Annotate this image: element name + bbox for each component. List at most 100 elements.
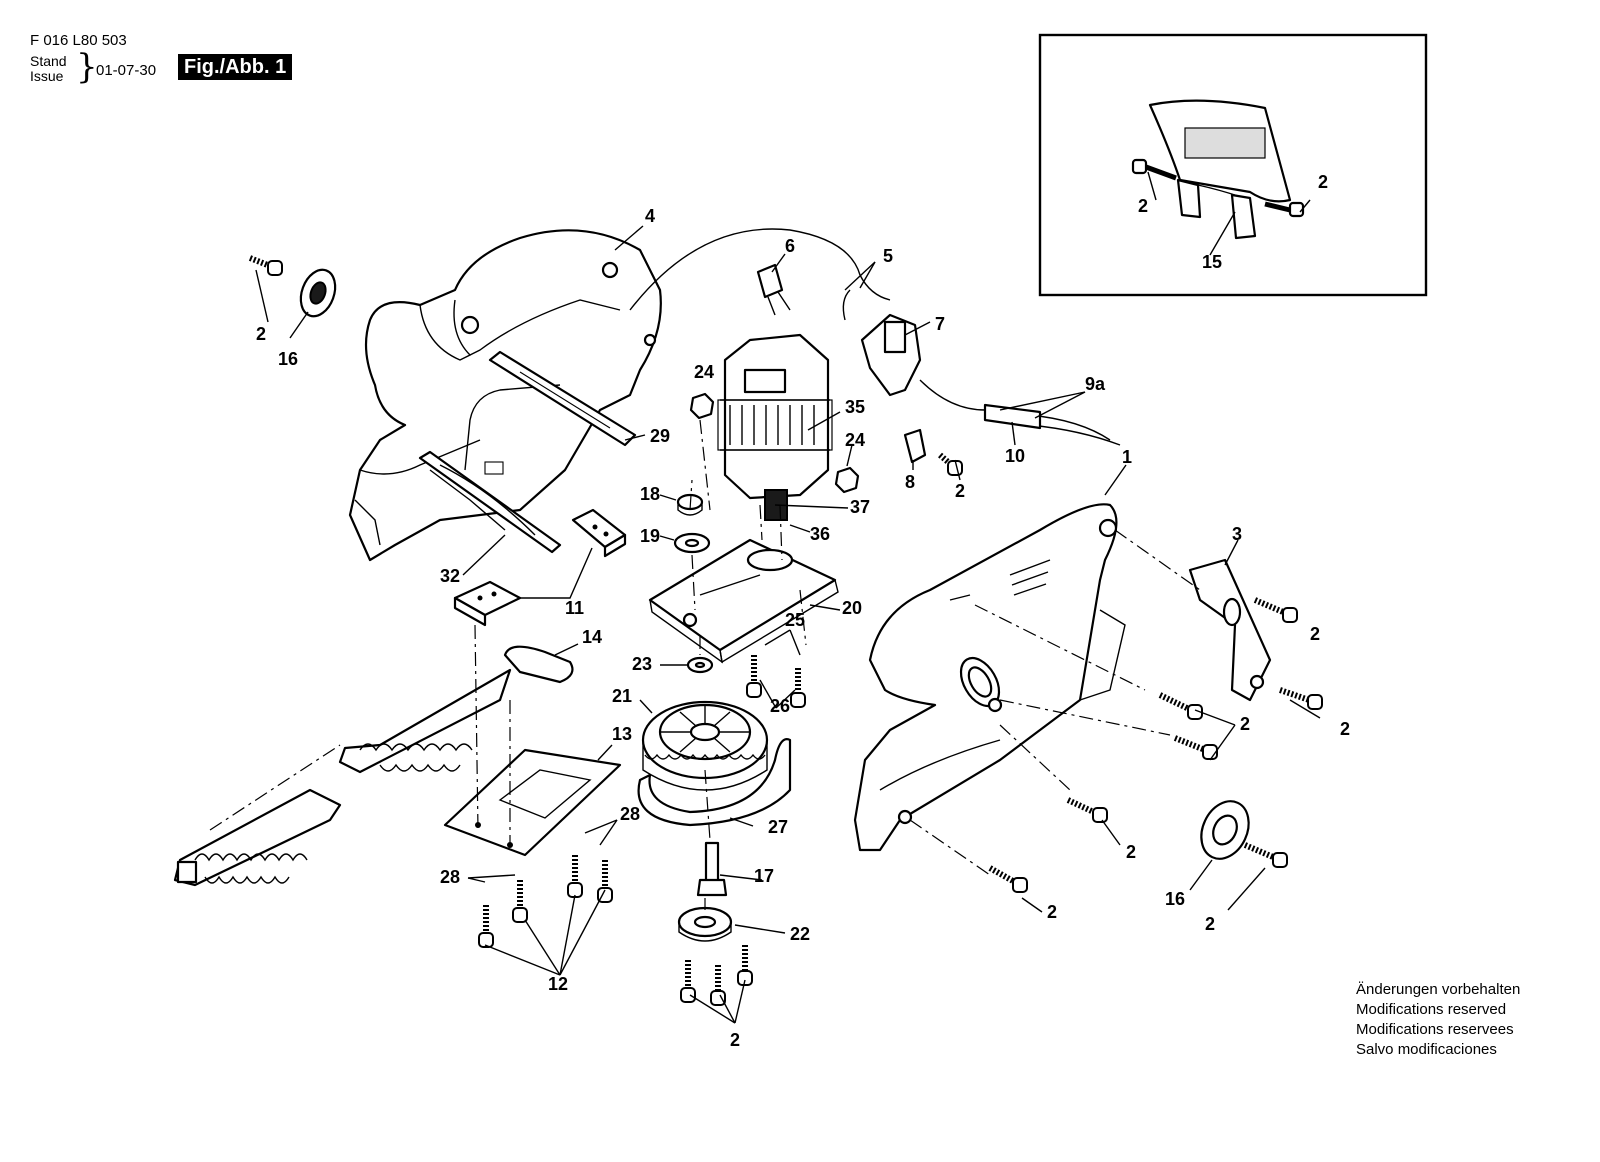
screw-icon bbox=[1264, 201, 1305, 218]
washer-23-part bbox=[686, 656, 714, 674]
screw-icon bbox=[1173, 735, 1218, 760]
callout-20: 20 bbox=[842, 598, 862, 618]
disclaimer-line-de: Änderungen vorbehalten bbox=[1356, 981, 1521, 998]
callout-2: 2 bbox=[1138, 196, 1148, 216]
callout-24: 24 bbox=[845, 430, 865, 450]
callout-2: 2 bbox=[955, 481, 965, 501]
callout-35: 35 bbox=[845, 397, 865, 417]
lower-blade-part bbox=[173, 788, 342, 887]
callout-labels: 4 6 5 7 2 16 24 35 24 9a 10 29 8 2 1 18 … bbox=[256, 172, 1350, 1050]
callout-2: 2 bbox=[1047, 902, 1057, 922]
callout-36: 36 bbox=[810, 524, 830, 544]
callout-19: 19 bbox=[640, 526, 660, 546]
callout-8: 8 bbox=[905, 472, 915, 492]
callout-18: 18 bbox=[640, 484, 660, 504]
callout-12: 12 bbox=[548, 974, 568, 994]
screw-icon bbox=[1243, 842, 1288, 868]
washer-19-part bbox=[673, 532, 711, 554]
switch-actuator-part bbox=[488, 350, 637, 447]
callout-9a: 9a bbox=[1085, 374, 1106, 394]
knob-16-part bbox=[1200, 800, 1250, 860]
callout-22: 22 bbox=[790, 924, 810, 944]
gear-wheel-part bbox=[641, 700, 769, 791]
callout-2: 2 bbox=[256, 324, 266, 344]
base-plate-part bbox=[443, 748, 622, 857]
screw-icon bbox=[1253, 597, 1298, 623]
nut-24-part bbox=[689, 392, 715, 420]
callout-7: 7 bbox=[935, 314, 945, 334]
callout-2: 2 bbox=[1310, 624, 1320, 644]
disclaimer-line-es: Salvo modificaciones bbox=[1356, 1041, 1497, 1058]
callout-24: 24 bbox=[694, 362, 714, 382]
callout-37: 37 bbox=[850, 497, 870, 517]
bushing-22-part bbox=[677, 906, 733, 942]
callout-21: 21 bbox=[612, 686, 632, 706]
disclaimer-line-en: Modifications reserved bbox=[1356, 1001, 1507, 1018]
callout-28: 28 bbox=[620, 804, 640, 824]
spacer-block-part bbox=[453, 580, 522, 627]
callout-2: 2 bbox=[1205, 914, 1215, 934]
screw-icon bbox=[1131, 158, 1177, 181]
callout-28: 28 bbox=[440, 867, 460, 887]
brace-icon: } bbox=[76, 47, 98, 87]
screw-group bbox=[248, 255, 1323, 1006]
disclaimer-notice: Änderungen vorbehalten Modifications res… bbox=[1356, 980, 1520, 1060]
callout-2: 2 bbox=[1318, 172, 1328, 192]
shaft-17-part bbox=[696, 841, 728, 897]
issue-date: 01-07-30 bbox=[96, 62, 157, 79]
motor-part bbox=[717, 333, 833, 521]
callout-15: 15 bbox=[1202, 252, 1222, 272]
callout-14: 14 bbox=[582, 627, 602, 647]
blade-guide-part bbox=[418, 450, 562, 554]
callout-13: 13 bbox=[612, 724, 632, 744]
callout-25: 25 bbox=[785, 610, 805, 630]
stand-issue-label: Stand Issue bbox=[30, 54, 67, 84]
callout-11: 11 bbox=[565, 598, 584, 618]
disclaimer-line-fr: Modifications reservees bbox=[1356, 1021, 1514, 1038]
screw-icon bbox=[790, 668, 806, 708]
screw-icon bbox=[597, 860, 613, 903]
screw-icon bbox=[478, 905, 494, 948]
callout-2: 2 bbox=[1126, 842, 1136, 862]
cable-sleeve-part bbox=[983, 403, 1042, 430]
capacitor-6-part bbox=[756, 263, 791, 316]
callout-16: 16 bbox=[1165, 889, 1185, 909]
callout-6: 6 bbox=[785, 236, 795, 256]
callout-2: 2 bbox=[730, 1030, 740, 1050]
callout-17: 17 bbox=[754, 866, 774, 886]
screw-icon bbox=[1279, 687, 1323, 710]
callout-27: 27 bbox=[768, 817, 788, 837]
callout-2: 2 bbox=[1240, 714, 1250, 734]
callout-23: 23 bbox=[632, 654, 652, 674]
upper-blade-part bbox=[338, 645, 574, 774]
screw-icon bbox=[737, 945, 753, 986]
screw-icon bbox=[1158, 692, 1203, 720]
callout-1: 1 bbox=[1122, 447, 1132, 467]
screw-icon bbox=[710, 965, 726, 1006]
callout-26: 26 bbox=[770, 696, 790, 716]
callout-5: 5 bbox=[883, 246, 893, 266]
callout-29: 29 bbox=[650, 426, 670, 446]
screw-icon bbox=[1066, 797, 1108, 823]
issue-label: Issue bbox=[30, 68, 64, 84]
screw-icon bbox=[567, 855, 583, 898]
callout-32: 32 bbox=[440, 566, 460, 586]
knob-16-part bbox=[299, 268, 337, 318]
callout-16: 16 bbox=[278, 349, 298, 369]
side-cover-3-part bbox=[1188, 558, 1272, 702]
right-housing-half bbox=[853, 503, 1126, 852]
screw-icon bbox=[512, 880, 528, 923]
left-housing-half bbox=[348, 229, 662, 562]
screw-icon bbox=[746, 655, 762, 698]
leader-lines bbox=[255, 225, 1321, 1024]
drive-belt-part bbox=[637, 738, 792, 827]
document-number: F 016 L80 503 bbox=[30, 32, 127, 49]
screw-icon bbox=[248, 255, 283, 276]
switch-7-part bbox=[860, 313, 922, 397]
inset-guard-detail bbox=[1038, 33, 1428, 297]
cable-clamp-8-part bbox=[903, 428, 927, 464]
callout-2: 2 bbox=[1340, 719, 1350, 739]
figure-label: Fig./Abb. 1 bbox=[178, 54, 293, 80]
screw-icon bbox=[680, 960, 696, 1003]
